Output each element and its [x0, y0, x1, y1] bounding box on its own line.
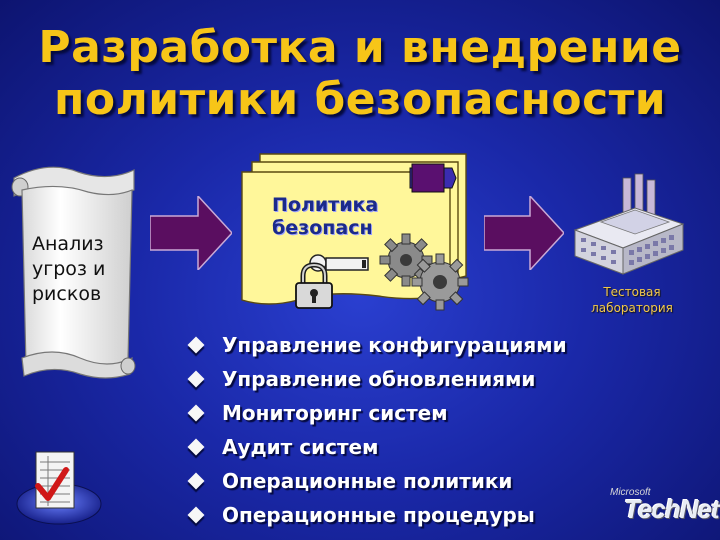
list-item: Мониторинг систем: [186, 396, 567, 430]
diamond-bullet-icon: [187, 438, 205, 456]
slide-title: Разработка и внедрение политики безопасн…: [0, 22, 720, 126]
title-line-1: Разработка и внедрение: [38, 22, 682, 73]
diamond-bullet-icon: [187, 336, 205, 354]
bullet-list: Управление конфигурациями Управление обн…: [186, 328, 567, 532]
list-item: Управление конфигурациями: [186, 328, 567, 362]
bullet-text: Управление обновлениями: [222, 367, 536, 391]
policy-line-1: Политика: [272, 194, 379, 216]
diamond-bullet-icon: [187, 370, 205, 388]
policy-label: Политика безопасн: [272, 194, 378, 240]
policy-line-2: безопасн: [272, 217, 373, 239]
diamond-bullet-icon: [187, 506, 205, 524]
bullet-text: Операционные политики: [222, 469, 513, 493]
list-item: Операционные политики: [186, 464, 567, 498]
gears-icon: [379, 233, 469, 311]
list-item: Операционные процедуры: [186, 498, 567, 532]
padlock-icon: [295, 262, 333, 309]
scroll-line-1: Анализ: [32, 233, 104, 255]
policy-document-icon: [241, 153, 467, 305]
bullet-text: Управление конфигурациями: [222, 333, 567, 357]
arrow-right-icon: [150, 196, 232, 270]
lab-line-1: Тестовая: [603, 285, 661, 299]
logo-company: Microsoft: [610, 487, 651, 498]
list-item: Аудит систем: [186, 430, 567, 464]
parchment-scroll-icon: [11, 166, 136, 379]
scroll-line-3: рисков: [32, 283, 102, 305]
list-item: Управление обновлениями: [186, 362, 567, 396]
diamond-bullet-icon: [187, 404, 205, 422]
checklist-icon: [16, 451, 102, 525]
lab-line-2: лаборатория: [591, 301, 673, 315]
bullet-text: Операционные процедуры: [222, 503, 535, 527]
lab-label: Тестовая лаборатория: [582, 284, 682, 316]
diamond-bullet-icon: [187, 472, 205, 490]
title-line-2: политики безопасности: [53, 74, 667, 125]
bullet-text: Мониторинг систем: [222, 401, 448, 425]
scroll-text: Анализ угроз и рисков: [32, 232, 132, 307]
factory-icon: [573, 173, 685, 275]
scroll-line-2: угроз и: [32, 258, 106, 280]
bullet-text: Аудит систем: [222, 435, 379, 459]
arrow-right-icon: [484, 196, 564, 270]
logo-product: TechNet: [624, 494, 720, 524]
